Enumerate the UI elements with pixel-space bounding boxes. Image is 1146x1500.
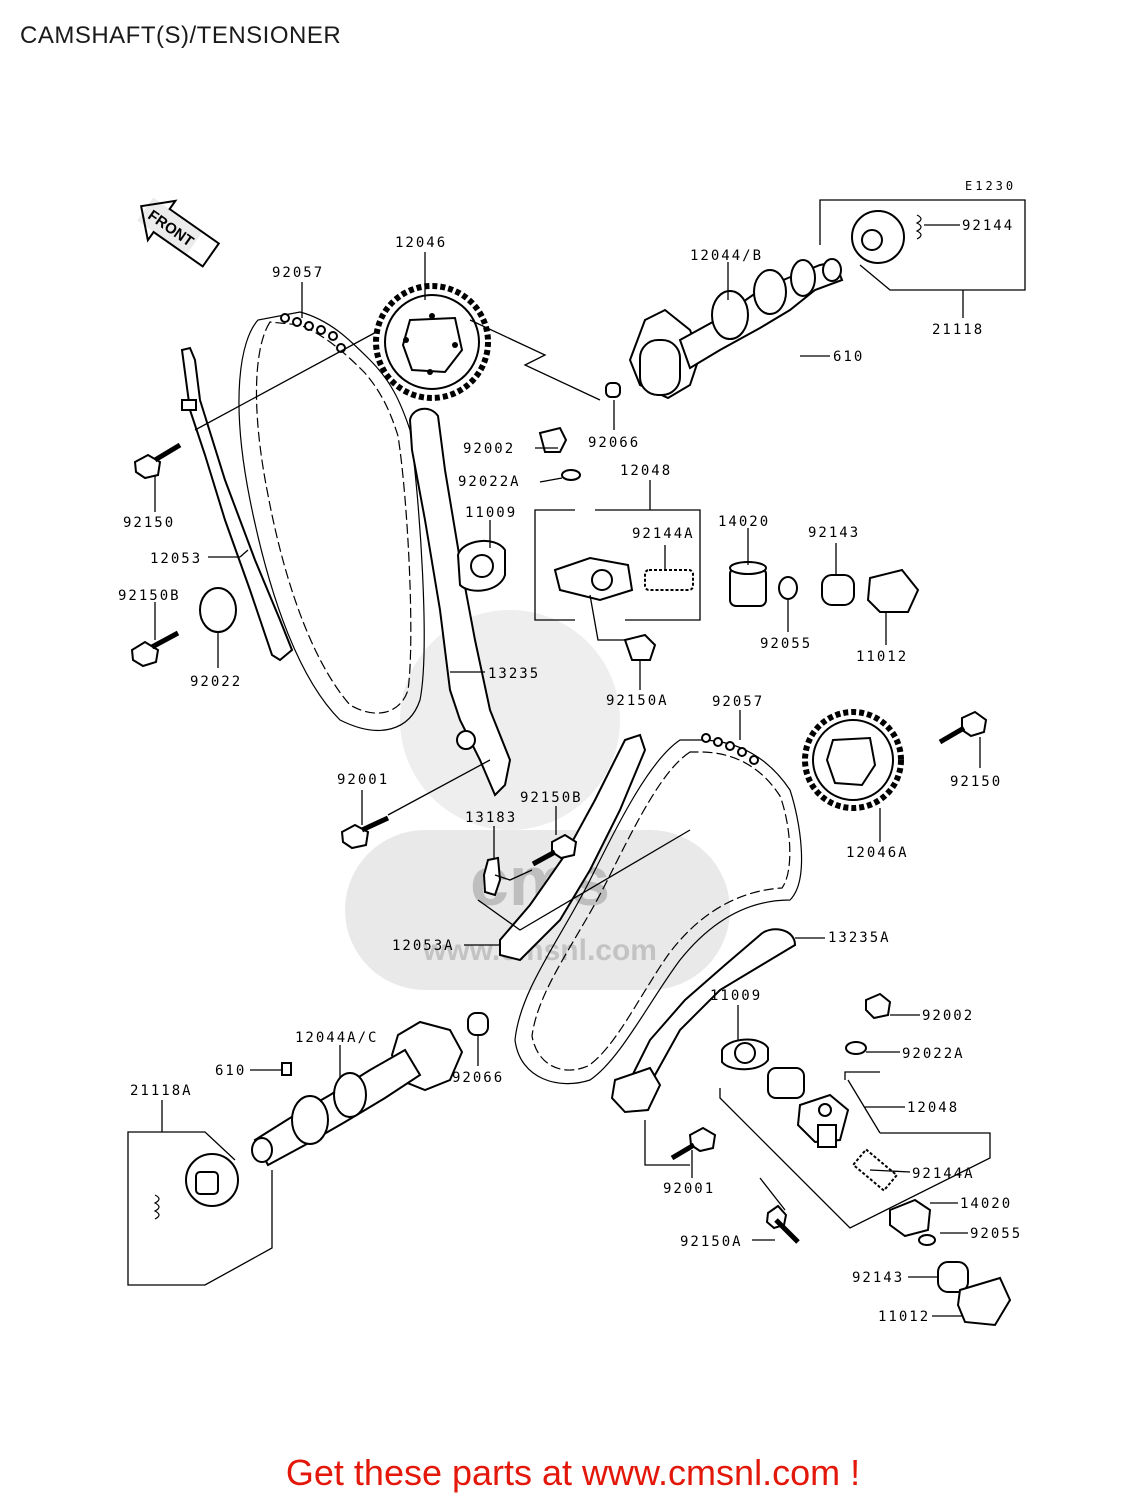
label-92150b-upper: 92150B — [118, 588, 181, 604]
label-92002-upper: 92002 — [463, 441, 515, 457]
decompression-unit-21118 — [819, 199, 1026, 291]
label-13235: 13235 — [488, 666, 540, 682]
footer-banner: Get these parts at www.cmsnl.com ! — [0, 1452, 1146, 1494]
bolt-92150b-upper — [130, 630, 180, 668]
label-13183: 13183 — [465, 810, 517, 826]
chain-links-lower — [701, 733, 759, 765]
label-92055-lower: 92055 — [970, 1226, 1022, 1242]
bolt-92150-upper — [133, 442, 182, 480]
camshaft-12044ac — [251, 1012, 489, 1167]
part-labels: 92057 12046 12044/B 92144 21118 610 9200… — [118, 218, 1022, 1325]
label-21118a: 21118A — [130, 1083, 193, 1099]
label-14020-lower: 14020 — [960, 1196, 1012, 1212]
label-92143-lower: 92143 — [852, 1270, 904, 1286]
label-11009-upper: 11009 — [465, 505, 517, 521]
label-92144a-upper: 92144A — [632, 526, 695, 542]
parts-diagram: cms www.cmsnl.com E1230 FRONT — [118, 179, 1026, 1327]
label-11009-lower: 11009 — [710, 988, 762, 1004]
decompression-unit-21118a — [127, 1131, 273, 1286]
label-12044ac: 12044A/C — [295, 1030, 378, 1046]
bolt-92150-lower-right — [938, 710, 988, 745]
label-12046: 12046 — [395, 235, 447, 251]
label-92144: 92144 — [962, 218, 1014, 234]
label-92150-upper: 92150 — [123, 515, 175, 531]
label-12048-lower: 12048 — [907, 1100, 959, 1116]
label-92066-lower: 92066 — [452, 1070, 504, 1086]
label-92055-upper: 92055 — [760, 636, 812, 652]
label-92001-lower: 92001 — [663, 1181, 715, 1197]
tensioner-12048-upper — [456, 426, 920, 661]
label-92022a-upper: 92022A — [458, 474, 521, 490]
label-92143-upper: 92143 — [808, 525, 860, 541]
chain-links-upper — [280, 313, 346, 353]
label-11012-upper: 11012 — [856, 649, 908, 665]
leader-lines — [154, 224, 981, 1317]
label-92001-upper: 92001 — [337, 772, 389, 788]
label-610-upper: 610 — [833, 349, 864, 365]
label-12048-upper: 12048 — [620, 463, 672, 479]
chain-guide-12053 — [180, 346, 294, 662]
label-92022a-lower: 92022A — [902, 1046, 965, 1062]
bolt-92001-upper — [340, 815, 390, 850]
label-92002-lower: 92002 — [922, 1008, 974, 1024]
label-92057-lower: 92057 — [712, 694, 764, 710]
watermark: cms www.cmsnl.com — [345, 610, 730, 990]
label-92066-upper: 92066 — [588, 435, 640, 451]
tensioner-guide-13235a — [610, 928, 797, 1114]
label-12053: 12053 — [150, 551, 202, 567]
bracket-13183 — [482, 856, 502, 897]
tensioner-12048-lower — [719, 992, 1012, 1327]
label-92144a-lower: 92144A — [912, 1166, 975, 1182]
upper-chain — [238, 311, 425, 731]
footer-link[interactable]: Get these parts at www.cmsnl.com ! — [285, 1452, 861, 1493]
bolt-92150b-middle — [531, 833, 578, 867]
lower-chain — [514, 733, 803, 1085]
label-92150a-lower: 92150A — [680, 1234, 743, 1250]
label-12053a: 12053A — [392, 938, 455, 954]
label-13235a: 13235A — [828, 930, 891, 946]
washer-92022 — [199, 587, 237, 633]
label-92150a-upper: 92150A — [606, 693, 669, 709]
label-21118: 21118 — [932, 322, 984, 338]
diagram-code: E1230 — [965, 179, 1016, 193]
front-arrow-icon: FRONT — [137, 197, 221, 268]
label-11012-lower: 11012 — [878, 1309, 930, 1325]
label-14020-upper: 14020 — [718, 514, 770, 530]
label-12044b: 12044/B — [690, 248, 763, 264]
sprocket-12046 — [373, 283, 491, 401]
label-92150b-middle: 92150B — [520, 790, 583, 806]
page-title: CAMSHAFT(S)/TENSIONER — [20, 22, 342, 49]
label-610-lower: 610 — [215, 1063, 246, 1079]
sprocket-12046a — [802, 709, 904, 811]
label-12046a: 12046A — [846, 845, 909, 861]
label-92150-lower: 92150 — [950, 774, 1002, 790]
label-92022: 92022 — [190, 674, 242, 690]
camshaft-12044b — [605, 258, 844, 400]
label-92057-upper: 92057 — [272, 265, 324, 281]
bolt-92001-lower — [644, 1120, 717, 1166]
